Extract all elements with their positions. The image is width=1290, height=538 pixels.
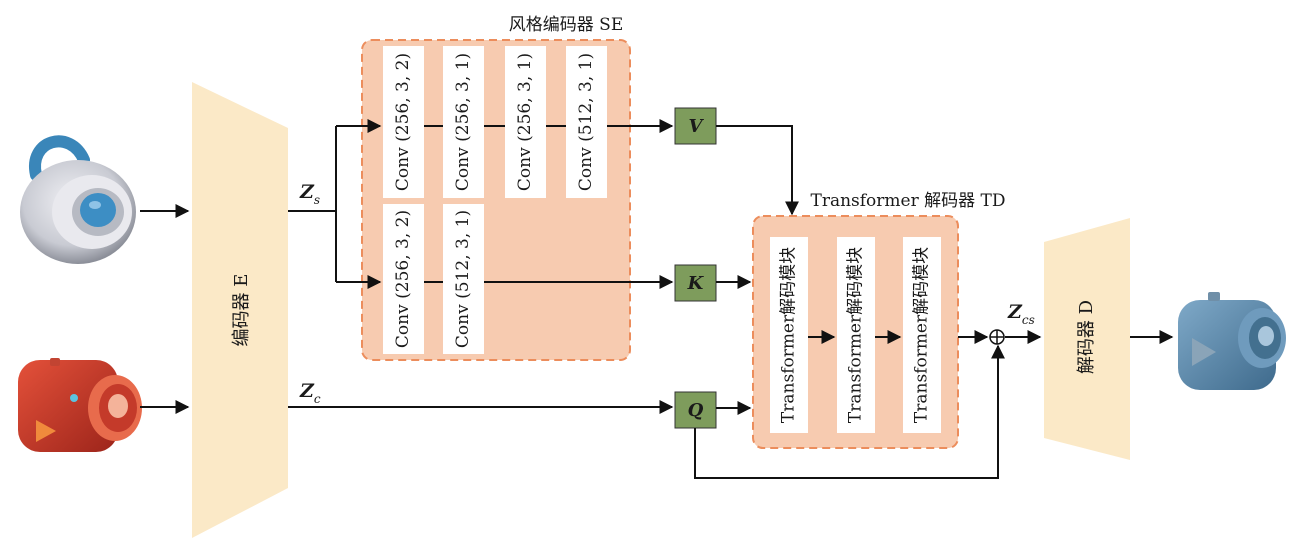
zs-label: Zs <box>299 181 320 207</box>
transformer-block: Transformer解码模块 <box>903 237 941 433</box>
conv-layer: Conv (256, 3, 1) <box>443 46 484 198</box>
camera-icon <box>18 358 142 452</box>
transformer-block: Transformer解码模块 <box>770 237 808 433</box>
v-node: V <box>675 108 716 144</box>
svg-text:Conv (256, 3, 2): Conv (256, 3, 2) <box>393 210 413 348</box>
svg-text:Conv (512, 3, 1): Conv (512, 3, 1) <box>576 53 596 191</box>
output-camera-icon <box>1178 292 1286 390</box>
k-node: K <box>675 265 716 301</box>
zc-label: Zc <box>299 380 321 406</box>
svg-text:Transformer解码模块: Transformer解码模块 <box>912 247 932 423</box>
decoder-label: 解码器 D <box>1076 300 1097 374</box>
svg-text:K: K <box>687 273 705 294</box>
svg-text:Conv (512, 3, 1): Conv (512, 3, 1) <box>453 210 473 348</box>
q-node: Q <box>675 392 716 428</box>
conv-layer: Conv (256, 3, 2) <box>383 46 424 198</box>
svg-text:Q: Q <box>688 400 704 421</box>
svg-text:Conv (256, 3, 1): Conv (256, 3, 1) <box>515 53 535 191</box>
encoder-label: 编码器 E <box>231 274 252 347</box>
conv-layer: Conv (256, 3, 2) <box>383 204 424 354</box>
style-encoder-title: 风格编码器 SE <box>509 15 623 35</box>
svg-text:Transformer解码模块: Transformer解码模块 <box>846 247 866 423</box>
svg-text:V: V <box>689 116 705 137</box>
zcs-label: Zcs <box>1007 301 1035 327</box>
conv-layer: Conv (512, 3, 1) <box>566 46 607 198</box>
svg-text:Transformer解码模块: Transformer解码模块 <box>779 247 799 423</box>
svg-text:Conv (256, 3, 2): Conv (256, 3, 2) <box>393 53 413 191</box>
svg-text:Conv (256, 3, 1): Conv (256, 3, 1) <box>453 53 473 191</box>
transformer-block: Transformer解码模块 <box>837 237 875 433</box>
padlock-icon <box>20 141 136 264</box>
transformer-decoder-title: Transformer 解码器 TD <box>810 191 1005 211</box>
conv-layer: Conv (512, 3, 1) <box>443 204 484 354</box>
add-operator-icon <box>990 330 1004 344</box>
conv-layer: Conv (256, 3, 1) <box>505 46 546 198</box>
